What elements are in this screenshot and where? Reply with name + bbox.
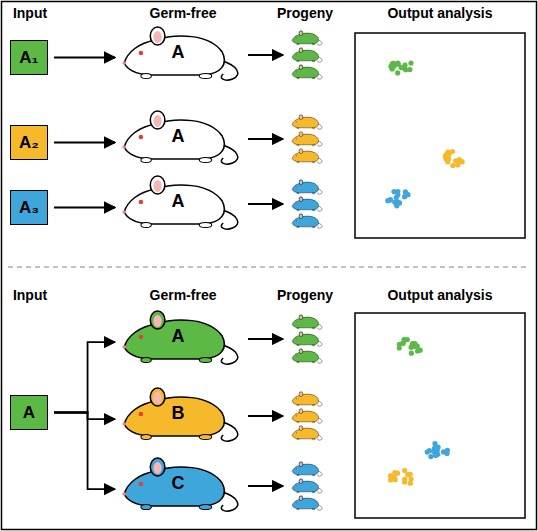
output-plot-frame — [355, 33, 525, 238]
data-dot — [415, 348, 420, 353]
input-label: A₃ — [19, 198, 39, 218]
data-dot — [394, 203, 399, 208]
mouse-illustration: A — [118, 305, 243, 367]
input-label: A₂ — [19, 133, 39, 153]
input-box: A₁ — [10, 40, 48, 75]
data-dot — [409, 351, 414, 356]
data-dot — [402, 468, 407, 473]
data-dot — [391, 189, 396, 194]
flow-arrow — [54, 413, 115, 420]
column-header: Progeny — [277, 5, 333, 21]
progeny-arrows — [248, 55, 283, 486]
data-dot — [446, 156, 451, 161]
column-header: Output analysis — [387, 5, 492, 21]
input-label: A₁ — [19, 48, 38, 68]
column-header: Input — [13, 5, 47, 21]
column-header: Germ-free — [150, 287, 217, 303]
data-dot — [444, 451, 449, 456]
data-dot — [425, 450, 430, 455]
data-dot — [405, 192, 410, 197]
column-header: Germ-free — [150, 5, 217, 21]
data-dot — [457, 157, 462, 162]
data-dot — [392, 470, 397, 475]
flow-arrow — [54, 207, 115, 209]
data-dot — [408, 481, 413, 486]
input-box: A — [10, 395, 48, 430]
flow-arrow — [54, 342, 115, 412]
data-dot — [397, 342, 402, 347]
data-dot — [408, 61, 413, 66]
mouse-label: A — [172, 126, 185, 147]
cluster-dots — [385, 61, 465, 486]
input-box: A₃ — [10, 190, 48, 225]
column-header: Progeny — [277, 287, 333, 303]
mouse-illustration: A — [118, 21, 243, 83]
data-dot — [388, 473, 393, 478]
data-dot — [403, 67, 408, 72]
data-dot — [410, 341, 415, 346]
data-dot — [395, 61, 400, 66]
input-box: A₂ — [10, 125, 48, 160]
mouse-label: A — [172, 191, 185, 212]
data-dot — [390, 61, 395, 66]
input-label: A — [23, 403, 35, 423]
data-dot — [390, 66, 395, 71]
data-dot — [432, 441, 437, 446]
flow-arrow — [54, 413, 115, 490]
output-plot-frame — [355, 313, 525, 518]
mouse-label: A — [172, 42, 185, 63]
data-dot — [394, 195, 399, 200]
data-dot — [450, 149, 455, 154]
column-header: Output analysis — [387, 287, 492, 303]
data-dot — [445, 150, 450, 155]
data-dot — [402, 62, 407, 67]
data-dot — [395, 70, 400, 75]
data-dot — [434, 452, 439, 457]
mouse-label: B — [172, 403, 185, 424]
data-dot — [401, 337, 406, 342]
panel-divider — [8, 266, 530, 267]
data-dot — [450, 163, 455, 168]
flow-arrow — [54, 57, 115, 59]
flow-arrow — [54, 142, 115, 144]
mouse-label: C — [172, 473, 185, 494]
mouse-illustration: B — [118, 382, 243, 444]
column-header: Input — [13, 287, 47, 303]
progeny-mice — [292, 31, 322, 511]
mouse-illustration: C — [118, 452, 243, 514]
mouse-illustration: A — [118, 105, 243, 167]
data-dot — [428, 454, 433, 459]
mouse-label: A — [172, 326, 185, 347]
data-dot — [402, 480, 407, 485]
data-dot — [388, 197, 393, 202]
mouse-illustration: A — [118, 170, 243, 232]
